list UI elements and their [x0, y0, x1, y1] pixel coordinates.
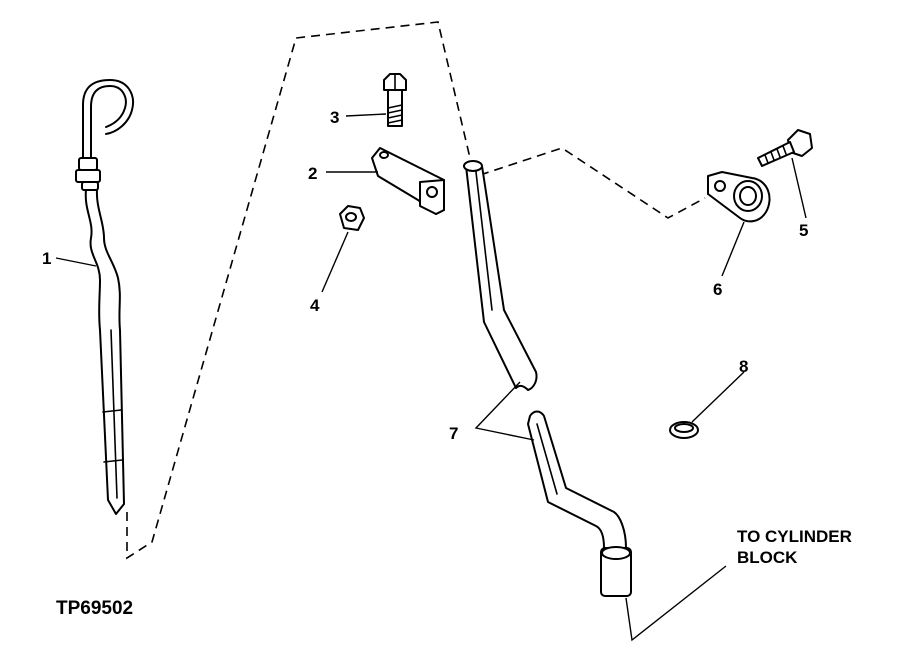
leader-line-6	[721, 221, 745, 277]
clamp	[707, 171, 771, 223]
leader-line-3	[345, 113, 387, 117]
note-line-1: TO CYLINDER	[737, 527, 852, 546]
callout-8: 8	[739, 357, 748, 376]
callout-7: 7	[449, 424, 458, 443]
callout-4: 4	[310, 296, 320, 315]
dipstick-tube-lower	[527, 410, 632, 597]
callout-1: 1	[42, 249, 51, 268]
hex-nut	[339, 205, 365, 231]
leader-line-7	[474, 381, 535, 441]
callout-6: 6	[713, 280, 722, 299]
dipstick-tube-upper	[463, 160, 538, 391]
callout-3: 3	[330, 108, 339, 127]
clamp-cap-screw	[757, 129, 813, 167]
leader-line-4	[321, 231, 349, 293]
figure-id: TP69502	[56, 598, 133, 619]
dipstick	[75, 79, 134, 515]
bracket	[371, 147, 445, 215]
leader-line-8	[691, 371, 745, 423]
leader-line-note	[625, 565, 727, 642]
leader-line-5	[791, 157, 807, 219]
note-line-2: BLOCK	[737, 548, 798, 567]
assembly-dashed-line-dipstick	[126, 21, 471, 560]
washer	[669, 421, 699, 439]
callout-2: 2	[308, 164, 317, 183]
callout-5: 5	[799, 221, 808, 240]
leader-line-1	[55, 257, 97, 267]
cap-screw	[383, 73, 407, 127]
assembly-dashed-line-clamp	[479, 147, 706, 219]
